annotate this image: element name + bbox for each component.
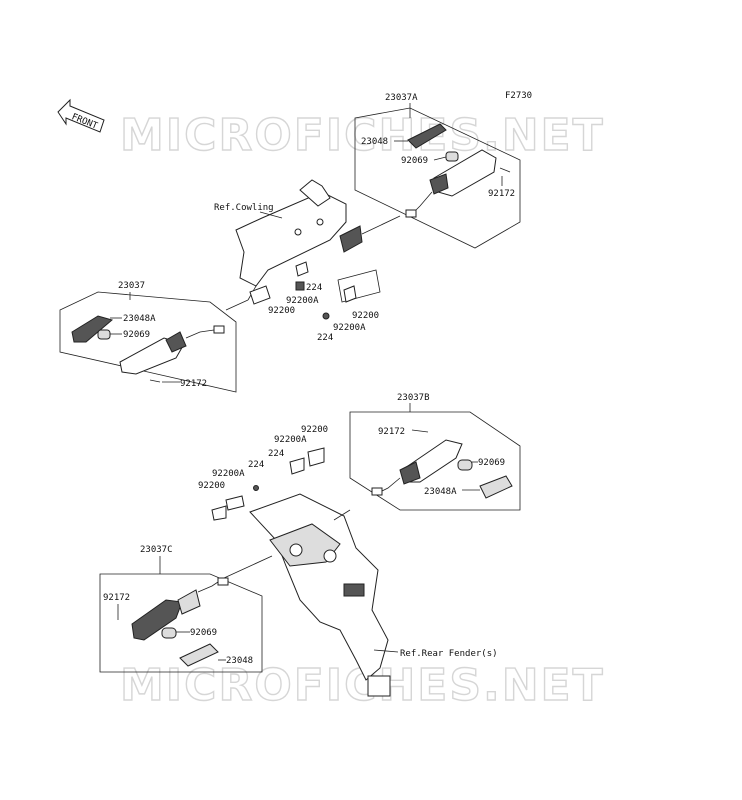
part-224-front-1: 224 [306, 283, 322, 293]
group-label-23037c: 23037C [140, 545, 173, 555]
part-92200-front-1: 92200 [268, 306, 295, 316]
housing-d-part [119, 337, 185, 375]
group-23037c: 23037C 92172 92069 23048 [99, 545, 263, 673]
part-92172-c: 92172 [103, 593, 130, 603]
front-arrow-icon: FRONT [57, 98, 105, 133]
part-92200-rear-2: 92200 [301, 425, 328, 435]
figure-code: F2730 [505, 91, 532, 101]
front-bracket [225, 179, 401, 311]
part-92069-a: 92069 [401, 156, 428, 166]
group-23037a: 23037A 23048 92069 92172 [354, 93, 521, 249]
part-224-rear-2: 224 [268, 449, 284, 459]
lens-23048a-b-part [479, 475, 513, 499]
ref-rear-fender: Ref.Rear Fender(s) [400, 649, 498, 659]
part-92200-front-2: 92200 [352, 311, 379, 321]
group-label-23037b: 23037B [397, 393, 430, 403]
part-92200a-rear-2: 92200A [274, 435, 307, 445]
part-92172-d: 92172 [180, 379, 207, 389]
bulb-92069-d-part [97, 329, 111, 340]
part-92200-rear-1: 92200 [198, 481, 225, 491]
bulb-92069-b-part [457, 459, 473, 471]
group-23037b: 23037B 92172 92069 23048A [349, 393, 521, 511]
part-92200a-front-2: 92200A [333, 323, 366, 333]
rear-fender [223, 493, 391, 697]
watermark-top: MICROFICHES.NET [120, 110, 605, 161]
part-224-front-2: 224 [317, 333, 333, 343]
ref-cowling: Ref.Cowling [214, 203, 274, 213]
plate-92200-part [295, 281, 305, 291]
part-23048-c: 23048 [226, 656, 253, 666]
lens-23048-part [407, 123, 447, 149]
part-92069-d: 92069 [123, 330, 150, 340]
group-label-23037: 23037 [118, 281, 145, 291]
bulb-92069-c-part [161, 627, 177, 639]
group-label-23037a: 23037A [385, 93, 418, 103]
bulb-92069-part [445, 151, 459, 162]
part-23048a-b: 23048A [424, 487, 457, 497]
lens-23048-c-part [179, 643, 219, 667]
part-92069-b: 92069 [478, 458, 505, 468]
part-92172-a: 92172 [488, 189, 515, 199]
part-92069-c: 92069 [190, 628, 217, 638]
part-92200a-front-1: 92200A [286, 296, 319, 306]
part-23048a-d: 23048A [123, 314, 156, 324]
housing-c-part [131, 599, 183, 641]
rubber-92200a-part [295, 261, 309, 277]
part-23048: 23048 [361, 137, 388, 147]
part-92200a-rear-1: 92200A [212, 469, 245, 479]
part-92172-b: 92172 [378, 427, 405, 437]
group-23037: 23037 23048A 92069 92172 [59, 281, 237, 393]
part-224-rear-1: 224 [248, 460, 264, 470]
